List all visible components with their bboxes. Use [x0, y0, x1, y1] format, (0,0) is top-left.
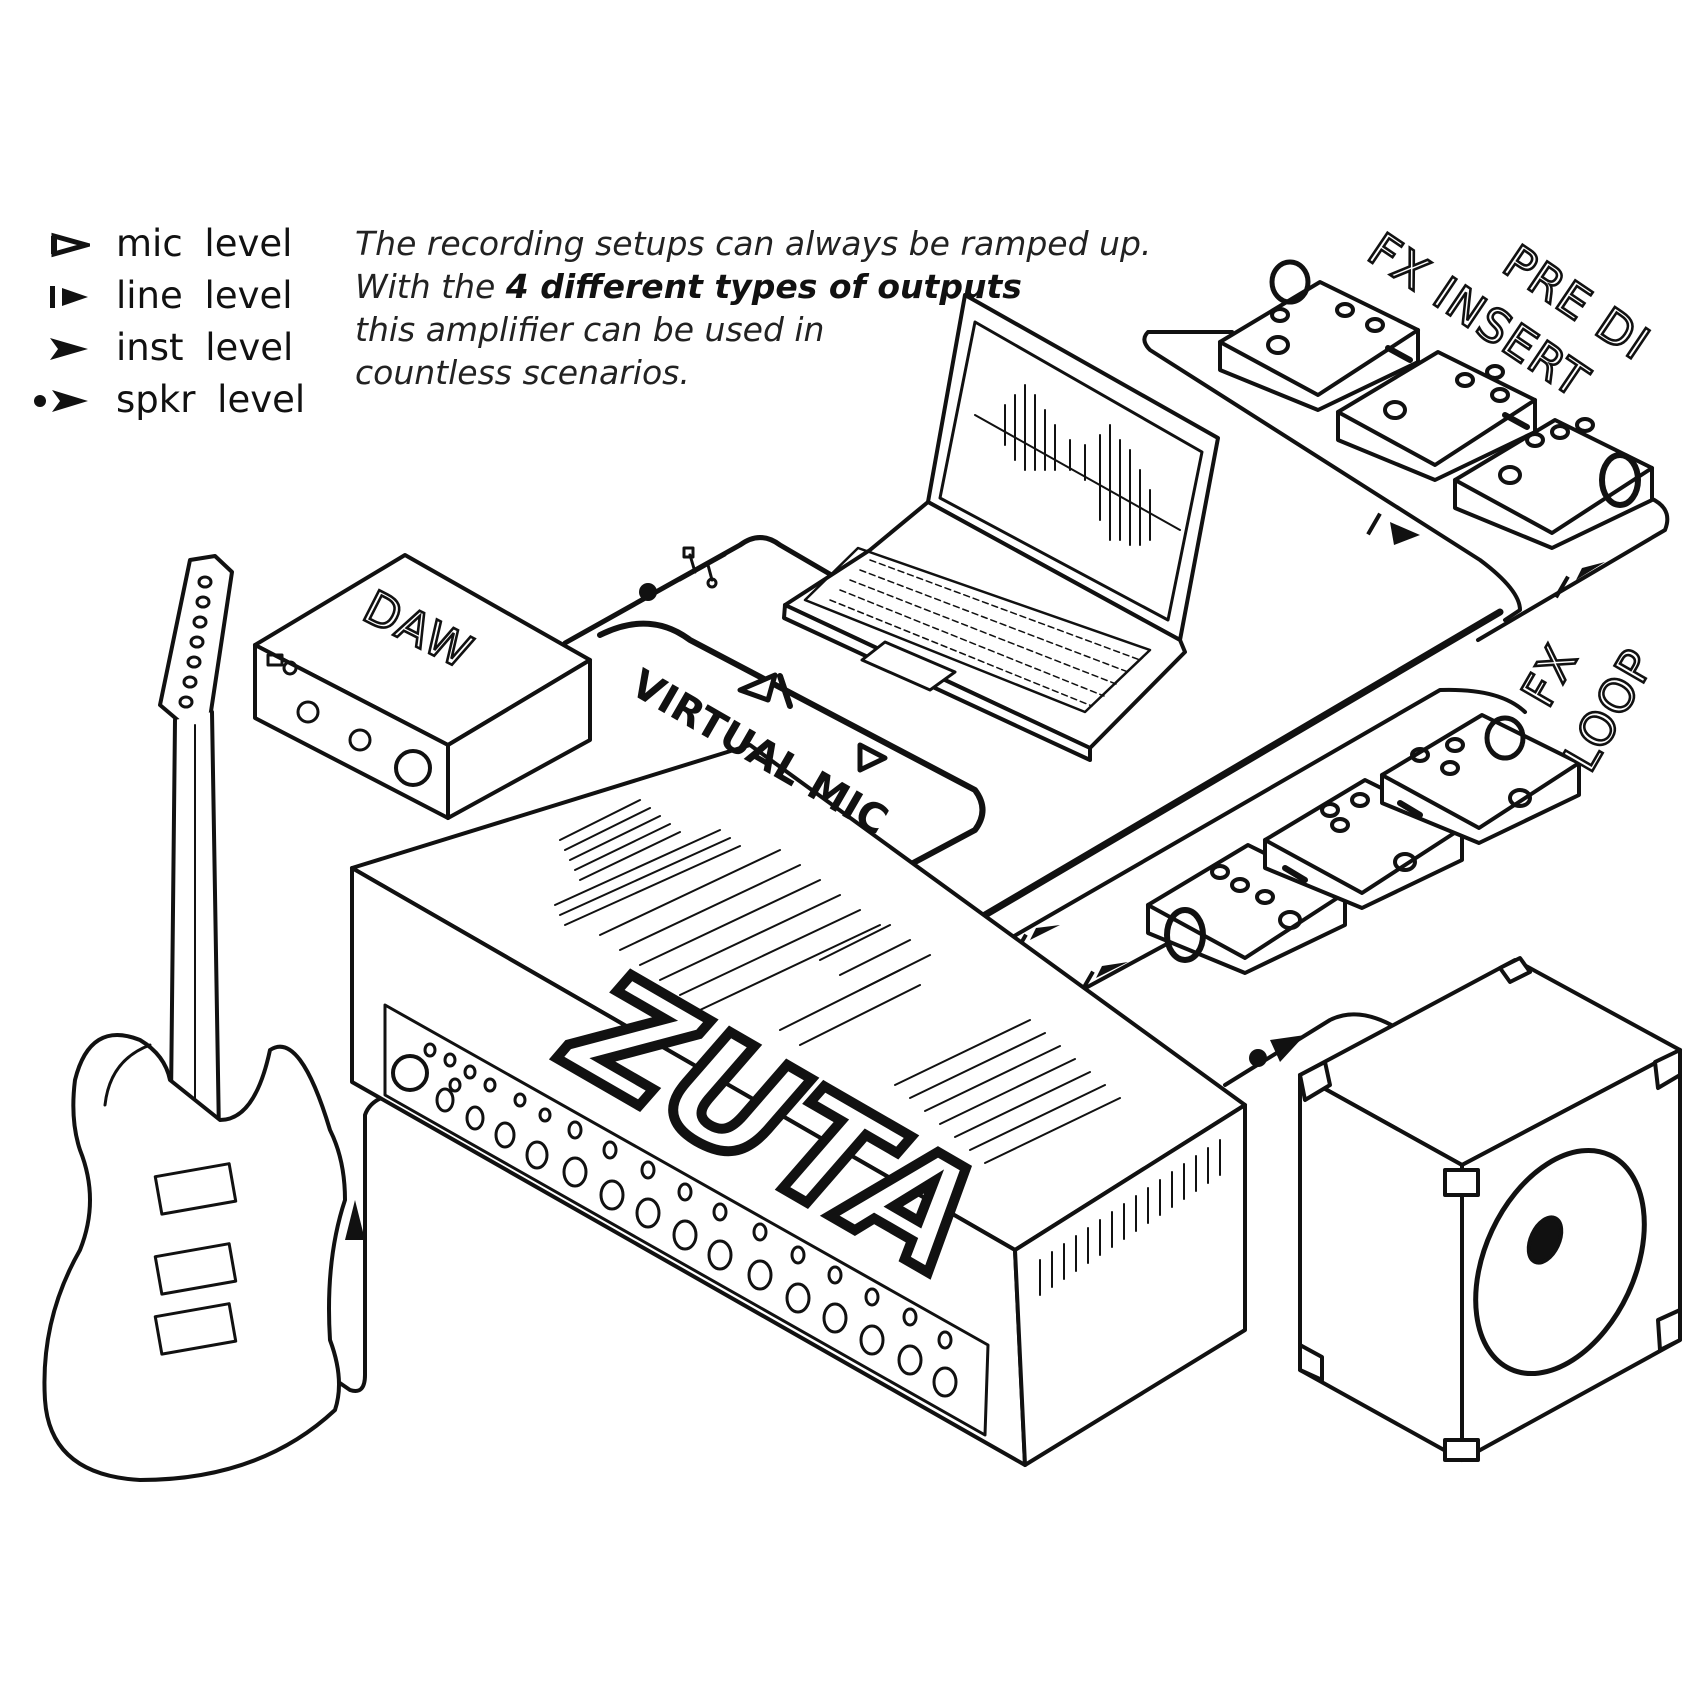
note-text: With the	[355, 267, 506, 306]
spkr-level-arrow-icon	[34, 390, 88, 412]
cable-pre-di	[981, 608, 1504, 919]
cable-usb	[562, 535, 843, 646]
cable-arrows	[345, 512, 1605, 1240]
legend-label: mic level	[116, 222, 293, 265]
legend-line-level: line level	[30, 270, 293, 322]
signal-level-legend: mic level line level inst level spkr lev…	[30, 218, 305, 426]
legend-mic-level: mic level	[30, 218, 293, 270]
laptop-keyboard	[829, 559, 1141, 707]
amplifier-head	[350, 743, 1247, 1467]
pedal	[1453, 417, 1654, 550]
legend-label: spkr level	[116, 378, 306, 421]
vent-grille	[554, 799, 1121, 1164]
waveform-display	[974, 384, 1181, 546]
note-line: The recording setups can always be rampe…	[355, 224, 1152, 263]
note-line: countless scenarios.	[355, 353, 690, 392]
input-jack	[391, 1054, 429, 1092]
mic-level-arrow-icon	[51, 232, 90, 258]
cable-virtual-mic	[597, 620, 986, 873]
note-emphasis: 4 different types of outputs	[505, 267, 1022, 306]
tuning-pegs	[178, 575, 213, 709]
legend-label: inst level	[116, 326, 294, 369]
legend-inst-level: inst level	[30, 322, 294, 374]
description-note: The recording setups can always be rampe…	[355, 222, 1155, 394]
note-line: this amplifier can be used in	[355, 310, 825, 349]
legend-spkr-level: spkr level	[30, 374, 305, 426]
line-level-arrow-icon	[50, 286, 88, 308]
electric-guitar	[42, 554, 347, 1482]
fx-insert-pedalboard	[1218, 259, 1654, 550]
fx-loop-pedalboard	[1146, 713, 1581, 975]
side-vents	[1039, 1139, 1221, 1296]
legend-label: line level	[116, 274, 293, 317]
amp-knobs	[423, 1042, 958, 1398]
note-line: With the 4 different types of outputs	[355, 265, 1155, 308]
cable-guitar	[268, 1093, 392, 1393]
cabinet-corners	[1298, 956, 1682, 1462]
pedal	[1336, 350, 1537, 482]
laptop	[782, 293, 1220, 762]
pedal	[1380, 713, 1581, 845]
daw-interface	[253, 553, 592, 820]
speaker-cabinet	[1298, 956, 1682, 1462]
fx-label: FX	[1511, 635, 1589, 716]
inst-level-arrow-icon	[50, 338, 88, 360]
virtual-mic-arrows	[737, 672, 888, 773]
usb-icon	[678, 546, 727, 589]
